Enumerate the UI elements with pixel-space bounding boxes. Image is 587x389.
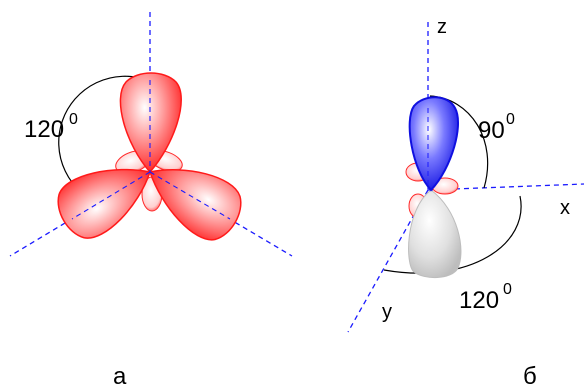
lobe-lower-right (149, 169, 242, 241)
axis-x (427, 183, 585, 191)
axis-label-z: z (437, 16, 447, 38)
angle-label-120: 120 (459, 287, 499, 314)
sp2-lobes (57, 72, 242, 241)
angle-label-a: 120 (24, 116, 64, 143)
panel-a: 120 0 а (9, 12, 293, 389)
axis-label-x: x (560, 197, 570, 219)
angle-arc-120 (383, 195, 522, 274)
angle-degree-a: 0 (69, 111, 78, 128)
caption-a: а (113, 363, 127, 389)
lobe-top (119, 72, 182, 174)
axis-label-y: y (382, 301, 392, 323)
lobe-lower-left (57, 168, 151, 239)
angle-label-90: 90 (478, 117, 505, 144)
angle-degree-120: 0 (503, 281, 512, 298)
lobe-blue-upper (408, 96, 459, 192)
panel-b: z x y 90 0 120 0 б (347, 16, 585, 389)
caption-b: б (523, 363, 537, 389)
lobe-gray-lower (408, 189, 462, 278)
angle-degree-90: 0 (506, 111, 515, 128)
